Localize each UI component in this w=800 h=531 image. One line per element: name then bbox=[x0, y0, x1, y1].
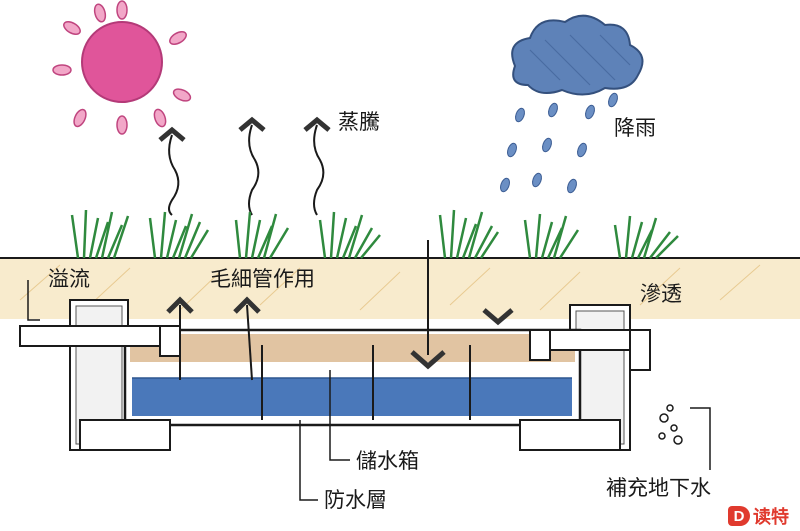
soil-hatching bbox=[19, 264, 761, 311]
overflow-pipes bbox=[19, 325, 651, 371]
tank-partitions bbox=[261, 345, 471, 420]
infiltration-arrows bbox=[410, 240, 514, 370]
capillary-arrows bbox=[166, 296, 261, 381]
infiltration-label: 滲透 bbox=[640, 282, 682, 306]
storage-tank-label: 儲水箱 bbox=[356, 449, 419, 473]
watermark-text: 读特 bbox=[753, 507, 789, 528]
watermark-logo-icon: D bbox=[728, 506, 750, 526]
foundation-slabs bbox=[79, 419, 621, 451]
cloud-icon bbox=[511, 14, 644, 96]
capillary-action-label: 毛細管作用 bbox=[210, 267, 315, 291]
waterproof-layer-label: 防水層 bbox=[324, 488, 387, 512]
publisher-watermark: D 读特 bbox=[728, 503, 789, 529]
recharge-pebbles bbox=[658, 404, 683, 445]
evaporation-label: 蒸騰 bbox=[338, 110, 380, 134]
soil-layer bbox=[0, 259, 800, 319]
sun-icon bbox=[52, 0, 192, 135]
overflow-label: 溢流 bbox=[48, 267, 90, 291]
rainfall-label: 降雨 bbox=[614, 116, 656, 140]
evaporation-arrows bbox=[158, 116, 331, 216]
leader-lines bbox=[27, 280, 711, 501]
stored-water bbox=[132, 378, 572, 416]
gravel-band bbox=[130, 334, 575, 362]
grass-tufts bbox=[70, 209, 679, 259]
groundwater-recharge-label: 補充地下水 bbox=[606, 476, 711, 500]
rain-drops bbox=[500, 92, 618, 194]
